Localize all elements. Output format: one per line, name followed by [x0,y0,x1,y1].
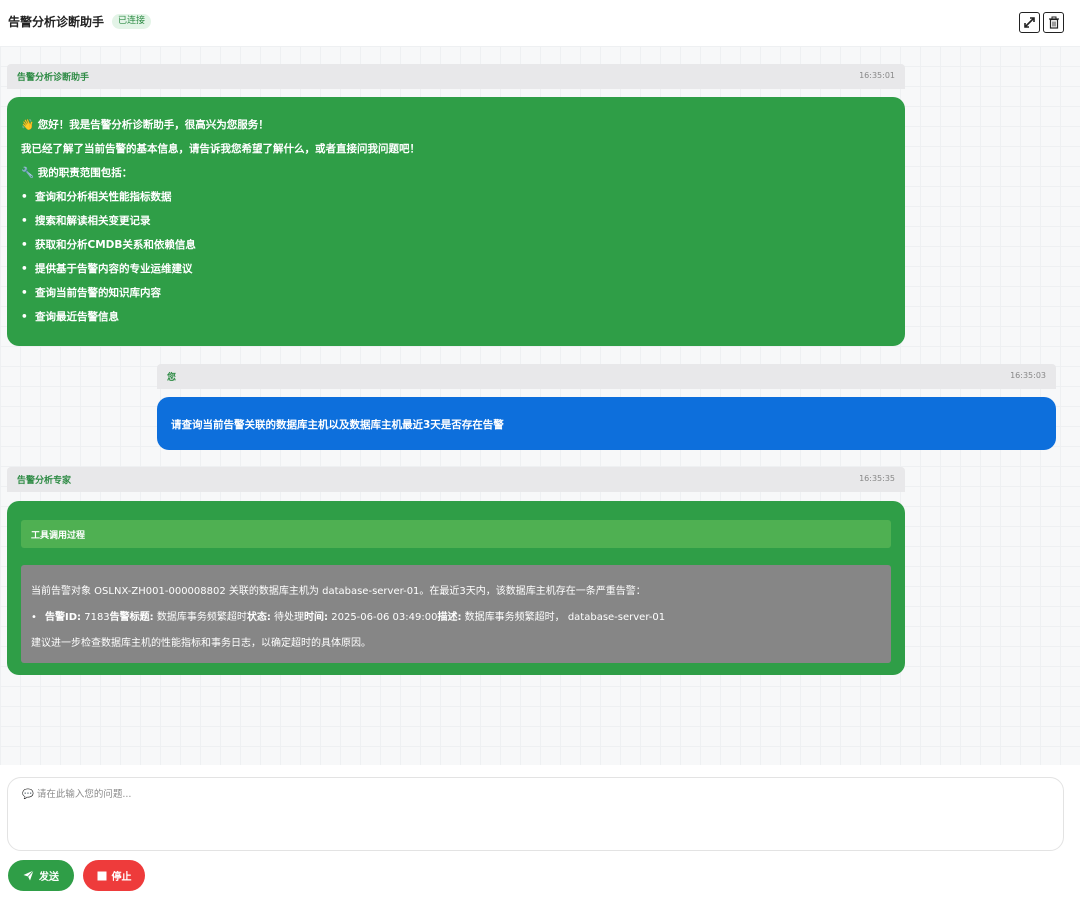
expand-button[interactable] [1019,12,1040,33]
chat-area[interactable]: 告警分析诊断助手 16:35:01 👋 您好！我是告警分析诊断助手，很高兴为您服… [0,46,1080,765]
message-time: 16:35:01 [859,71,895,80]
message-sender: 告警分析诊断助手 [17,73,90,83]
list-item: •提供基于告警内容的专业运维建议 [21,263,193,275]
list-item: •搜索和解读相关变更记录 [21,215,151,227]
result-text: 建议进一步检查数据库主机的性能指标和事务日志，以确定超时的具体原因。 [31,638,371,649]
message-line: 👋 您好！我是告警分析诊断助手，很高兴为您服务！ [21,119,269,131]
tool-result-box: 当前告警对象 OSLNX-ZH001-000008802 关联的数据库主机为 d… [21,565,891,663]
top-bar: 告警分析诊断助手 已连接 [0,0,1080,46]
message-time: 16:35:03 [1010,371,1046,380]
assistant-message-bubble: 👋 您好！我是告警分析诊断助手，很高兴为您服务！ 我已经了解了当前告警的基本信息… [7,97,905,346]
clear-chat-button[interactable] [1043,12,1064,33]
message-text: 请查询当前告警关联的数据库主机以及数据库主机最近3天是否存在告警 [171,419,504,431]
alert-detail-item: •告警ID: 7183告警标题: 数据库事务频繁超时状态: 待处理时间: 202… [31,612,666,623]
tool-call-toggle[interactable]: 工具调用过程 [21,520,891,548]
message-header: 告警分析诊断助手 16:35:01 [7,64,905,89]
message-sender: 告警分析专家 [17,476,72,486]
list-item: •查询最近告警信息 [21,311,119,323]
tool-call-label: 工具调用过程 [31,531,86,541]
connection-status-badge: 已连接 [112,14,152,29]
assistant-message-bubble: 工具调用过程 当前告警对象 OSLNX-ZH001-000008802 关联的数… [7,501,905,675]
app-title: 告警分析诊断助手 [8,15,105,29]
list-item: •查询和分析相关性能指标数据 [21,191,172,203]
result-text: 当前告警对象 OSLNX-ZH001-000008802 关联的数据库主机为 d… [31,586,646,597]
list-item: •查询当前告警的知识库内容 [21,287,161,299]
message-header: 告警分析专家 16:35:35 [7,467,905,492]
message-line: 我已经了解了当前告警的基本信息，请告诉我您希望了解什么，或者直接问我问题吧！ [21,143,420,155]
trash-icon [1048,16,1059,29]
expand-icon [1024,17,1035,28]
message-line: 🔧 我的职责范围包括： [21,167,133,179]
message-input-container [7,777,1064,851]
message-sender: 您 [167,373,177,383]
message-input[interactable] [22,786,1042,842]
user-message-bubble: 请查询当前告警关联的数据库主机以及数据库主机最近3天是否存在告警 [157,397,1056,450]
stop-icon [97,871,106,880]
send-icon [23,870,34,881]
message-time: 16:35:35 [859,474,895,483]
send-button[interactable]: 发送 [8,860,74,891]
stop-button[interactable]: 停止 [83,860,145,891]
list-item: •获取和分析CMDB关系和依赖信息 [21,239,196,251]
message-header: 您 16:35:03 [157,364,1056,389]
send-button-label: 发送 [39,872,59,883]
stop-button-label: 停止 [111,872,132,883]
